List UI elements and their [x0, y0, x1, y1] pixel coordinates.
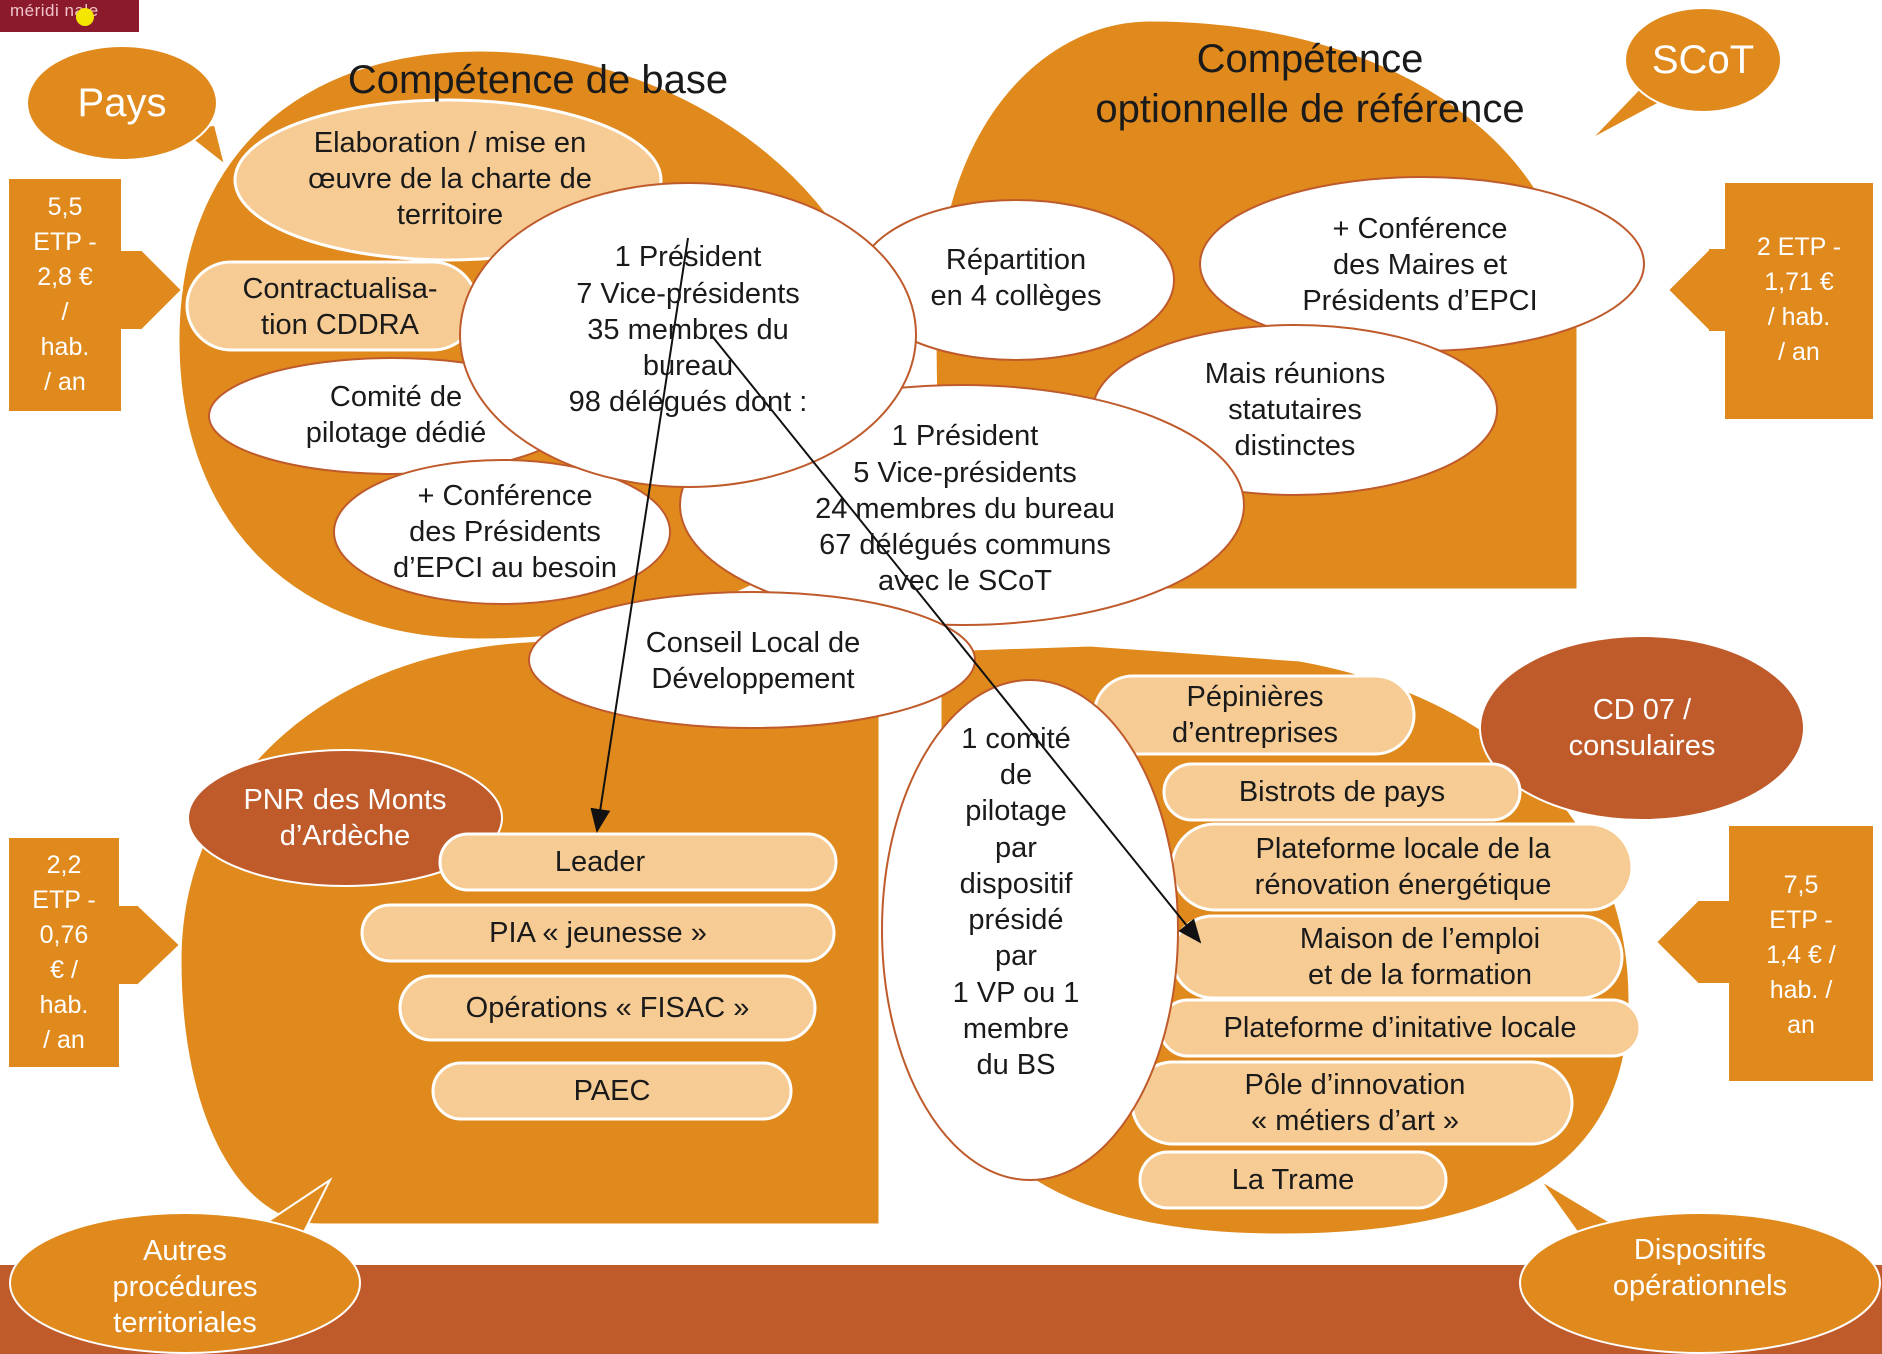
- callout-pays: [26, 45, 227, 168]
- pnr-shape: [187, 749, 503, 887]
- item-cddra-label: Contractualisa- tion CDDRA: [242, 272, 438, 341]
- callout-cd07-label: CD 07 / consulaires: [1568, 693, 1716, 762]
- callout-scot: [1589, 7, 1782, 141]
- disp-initiative-label: Plateforme d’initative locale: [1223, 1011, 1577, 1044]
- scot-board-label: 1 Président 5 Vice-présidents 24 membres…: [815, 420, 1115, 598]
- arrow-to-leader: [590, 237, 689, 833]
- logo-dot-icon: [76, 8, 94, 26]
- proc-fisac-shape: [398, 974, 817, 1042]
- proc-pia-shape: [360, 903, 836, 963]
- staffing-procedures-label: 2,2 ETP - 0,76 € / hab. / an: [32, 850, 96, 1054]
- disp-trame-label: La Trame: [1231, 1163, 1355, 1196]
- staffing-arrow-dispositifs: [1654, 824, 1875, 1083]
- pays-board-label: 1 Président 7 Vice-présidents 35 membres…: [568, 241, 808, 419]
- staffing-dispositifs-label: 7,5 ETP - 1,4 € / hab. / an: [1766, 870, 1836, 1039]
- proc-paec-label: PAEC: [573, 1074, 651, 1107]
- title-competence-optionnelle: Compétence optionnelle de référence: [1095, 37, 1525, 131]
- item-comite-label: Comité de pilotage dédié: [305, 380, 487, 449]
- callout-pnr-label: PNR des Monts d’Ardèche: [243, 783, 447, 852]
- disp-maison-emploi-label: Maison de l’emploi et de la formation: [1299, 922, 1541, 991]
- disp-bistrots-label: Bistrots de pays: [1238, 775, 1446, 808]
- cld-shape: [528, 591, 976, 729]
- pays-board-shape: [459, 182, 917, 488]
- disp-renovation-label: Plateforme locale de la rénovation énerg…: [1254, 832, 1552, 901]
- staffing-arrow-procedures: [7, 836, 182, 1069]
- callout-pays-label: Pays: [77, 81, 167, 125]
- item-charte-label: Elaboration / mise en œuvre de la charte…: [308, 126, 592, 232]
- proc-pia-label: PIA « jeunesse »: [489, 916, 707, 949]
- callout-scot-label: SCoT: [1651, 38, 1755, 82]
- disp-pepinieres-label: Pépinières d’entreprises: [1171, 680, 1339, 749]
- repartition-label: Répartition en 4 collèges: [930, 243, 1102, 312]
- callout-autres-label: Autres procédures territoriales: [112, 1234, 258, 1340]
- comite-dispositif-label: 1 comité de pilotage par dispositif prés…: [952, 722, 1080, 1081]
- title-competence-base: Compétence de base: [347, 58, 729, 102]
- staffing-arrow-scot: [1666, 181, 1875, 421]
- disp-innovation-label: Pôle d’innovation « métiers d’art »: [1244, 1068, 1466, 1137]
- proc-leader-label: Leader: [554, 845, 646, 878]
- logo: méridi nale: [0, 0, 139, 32]
- callout-autres: [9, 1177, 361, 1354]
- conference-maires-label: + Conférence des Maires et Présidents d’…: [1302, 212, 1538, 318]
- disp-2-shape: [1162, 762, 1522, 822]
- staffing-arrow-pays: [7, 177, 184, 413]
- arrow-to-maison-emploi: [711, 335, 1202, 944]
- item-conference-label: + Conférence des Présidents d’EPCI au be…: [392, 479, 618, 585]
- comite-dispositif-shape: [881, 679, 1179, 1181]
- staffing-scot-label: 2 ETP - 1,71 € / hab. / an: [1756, 233, 1842, 366]
- cd07-shape: [1479, 635, 1805, 821]
- cld-label: Conseil Local de Développement: [645, 626, 861, 695]
- callout-dispositifs-label: Dispositifs opérationnels: [1612, 1233, 1788, 1302]
- item-conference-shape: [333, 459, 671, 605]
- reunions-label: Mais réunions statutaires distinctes: [1204, 357, 1386, 463]
- proc-paec-shape: [431, 1061, 793, 1121]
- callout-dispositifs: [1519, 1179, 1881, 1354]
- proc-leader-shape: [438, 832, 838, 892]
- disp-7-shape: [1138, 1150, 1448, 1210]
- proc-fisac-label: Opérations « FISAC »: [465, 991, 750, 1024]
- staffing-pays-label: 5,5 ETP - 2,8 € / hab. / an: [33, 193, 97, 396]
